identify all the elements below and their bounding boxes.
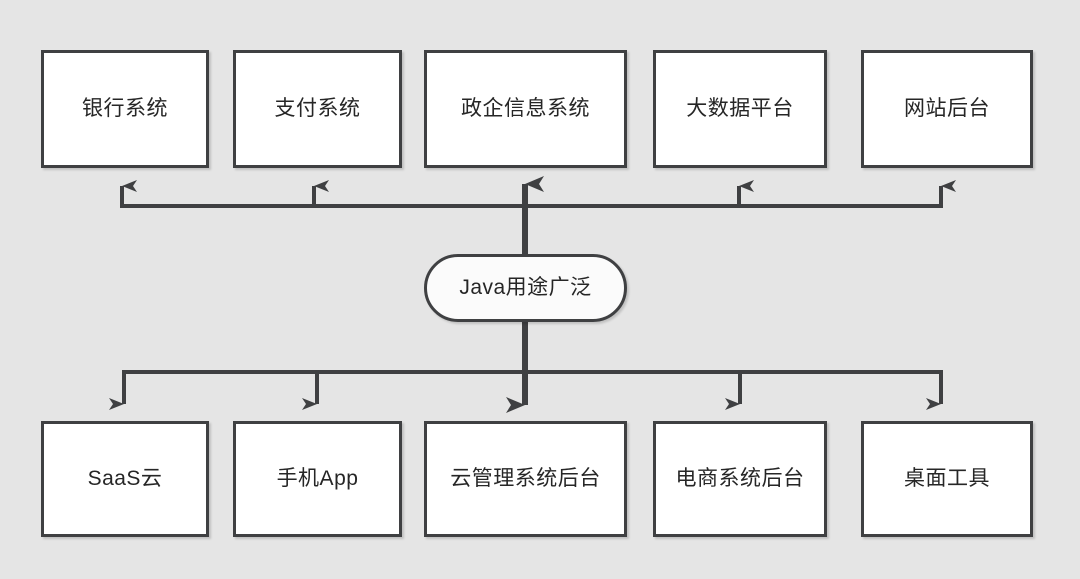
node-bottom-2-label: 手机App	[276, 467, 359, 491]
node-bottom-3-label: 云管理系统后台	[450, 467, 601, 491]
hub-node-java[interactable]: Java用途广泛	[424, 254, 627, 322]
node-bottom-3[interactable]: 云管理系统后台	[424, 421, 627, 537]
node-bottom-5[interactable]: 桌面工具	[861, 421, 1033, 537]
node-top-5[interactable]: 网站后台	[861, 50, 1033, 168]
node-bottom-4[interactable]: 电商系统后台	[653, 421, 827, 537]
node-top-2[interactable]: 支付系统	[233, 50, 402, 168]
node-top-1[interactable]: 银行系统	[41, 50, 209, 168]
node-top-3-label: 政企信息系统	[461, 97, 590, 121]
node-bottom-1[interactable]: SaaS云	[41, 421, 209, 537]
node-top-4-label: 大数据平台	[686, 97, 794, 121]
node-top-4[interactable]: 大数据平台	[653, 50, 827, 168]
node-bottom-1-label: SaaS云	[87, 467, 163, 491]
node-bottom-2[interactable]: 手机App	[233, 421, 402, 537]
hub-node-label: Java用途广泛	[459, 276, 592, 300]
node-top-1-label: 银行系统	[82, 97, 168, 121]
node-top-5-label: 网站后台	[904, 97, 990, 121]
node-top-3[interactable]: 政企信息系统	[424, 50, 627, 168]
node-bottom-4-label: 电商系统后台	[675, 467, 805, 491]
node-top-2-label: 支付系统	[274, 97, 361, 121]
node-bottom-5-label: 桌面工具	[904, 467, 990, 491]
